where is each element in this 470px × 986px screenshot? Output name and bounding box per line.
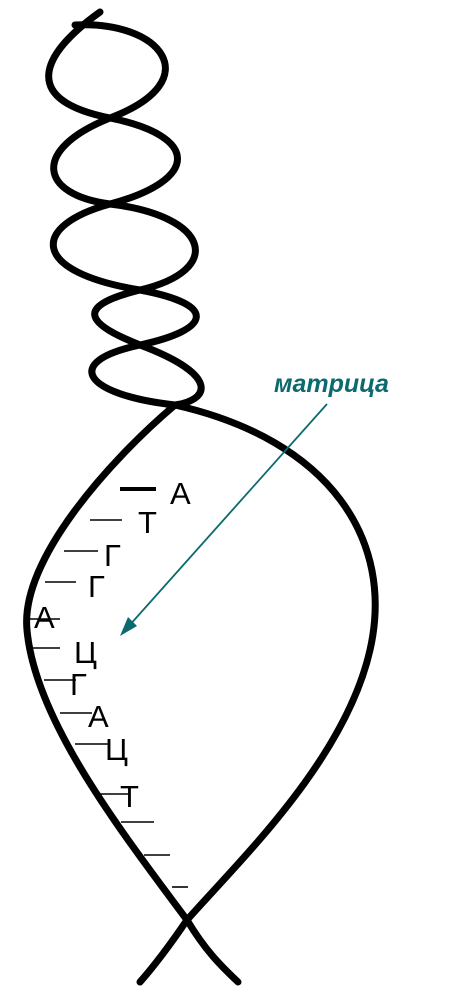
base-label: Т [120,779,139,814]
base-label: А [170,476,191,511]
base-label: Ц [105,732,128,767]
base-label: А [34,600,55,635]
base-label: Г [88,569,105,604]
helix-strand-2 [50,21,205,409]
base-label: Г [104,538,121,573]
template-strand [23,401,242,986]
base-label: Ц [74,635,97,670]
label-arrow-head [120,617,137,636]
base-label: Г [70,667,87,702]
base-label: Т [138,505,157,540]
complementary-strand [136,401,379,986]
label-arrow-line [127,403,328,628]
template-label: матрица [274,370,389,398]
base-label: А [88,699,109,734]
helix-strand-1 [45,8,200,409]
